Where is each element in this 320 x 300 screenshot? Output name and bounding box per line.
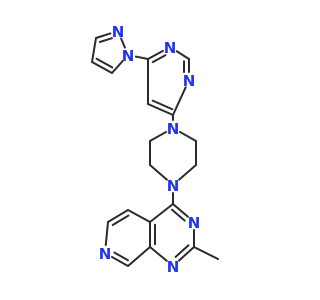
atom-pp_n4-nitrogen: N	[166, 177, 180, 195]
bond-pm1_n1-pm1_c2	[175, 50, 190, 60]
bond-pp_c6-pp_n1	[178, 130, 197, 142]
bond-pm1_n3-pm1_c4	[172, 86, 187, 116]
bond-q_c4a-q_c4	[149, 203, 174, 223]
bond-double-q_c2-q_n1	[174, 244, 190, 258]
bond-pz_c3-pz_c1	[91, 61, 113, 74]
atom-pz_n2-nitrogen: N	[121, 47, 135, 65]
bond-pp_n4-pp_c5	[178, 164, 197, 181]
atom-label-text: N	[112, 23, 125, 41]
atom-label-text: N	[122, 47, 135, 65]
bond-pp_n1-pp_c2	[149, 130, 168, 142]
atom-label-background	[187, 215, 201, 229]
bond-double-q_c5-q_c6	[111, 214, 130, 226]
bond-pp_c3-pp_n4	[149, 164, 168, 181]
bond-double-pz_c3-pz_c1	[95, 57, 114, 69]
atom-label-background	[121, 48, 135, 62]
bond-pz_c1-pz_c2	[91, 37, 97, 63]
atom-label-background	[166, 178, 180, 192]
bond-double-pm1_c6-pm1_n1	[151, 54, 167, 64]
atom-label-text: N	[167, 120, 180, 138]
atom-pm1_n1-nitrogen: N	[163, 39, 177, 57]
atom-pm1_n3-nitrogen: N	[182, 72, 196, 90]
bond-q_c8-q_c8a	[127, 246, 151, 267]
bond-q_n7-q_c8	[110, 255, 129, 267]
atom-label-text: N	[99, 245, 112, 263]
atom-label-background	[182, 73, 196, 87]
atom-label-text: N	[164, 39, 177, 57]
atom-label-background	[166, 259, 180, 273]
bond-q_c6-q_n7	[104, 221, 109, 247]
bonds-layer	[91, 32, 219, 267]
atom-label-text: N	[167, 177, 180, 195]
bond-pz_n2-pz_c3	[111, 59, 124, 74]
atom-label-background	[166, 121, 180, 135]
bond-double-pm1_c4-pm1_c5	[151, 99, 174, 111]
atom-pz_n1-nitrogen: N	[111, 23, 125, 41]
bond-q_c2-q_n1	[177, 246, 195, 262]
bond-q_c5-q_c6	[107, 209, 129, 223]
atom-label-text: N	[167, 258, 180, 276]
atom-label-background	[98, 246, 112, 260]
atom-q_n3-nitrogen: N	[187, 214, 201, 232]
bond-double-q_n7-q_c8	[113, 251, 129, 262]
atom-q_n7-nitrogen: N	[98, 245, 112, 263]
bond-q_n1-q_c8a	[149, 246, 168, 262]
bond-q_c4a-q_c5	[127, 209, 151, 223]
atom-label-text: N	[188, 214, 201, 232]
bond-pz_c2-pz_n1	[95, 32, 112, 39]
atom-label-background	[163, 40, 177, 54]
atom-label-background	[111, 24, 125, 38]
atom-pp_n1-nitrogen: N	[166, 120, 180, 138]
bond-pz_n2-pm1_c6	[134, 55, 149, 60]
bond-double-q_c4-q_n3	[171, 208, 186, 222]
bond-pm1_c4-pm1_c5	[147, 103, 174, 116]
bond-q_c4-q_n3	[172, 203, 189, 218]
bond-double-pz_c2-pz_n1	[98, 37, 113, 44]
atom-label-text: N	[183, 72, 196, 90]
bond-pz_n1-pz_n2	[120, 37, 126, 49]
bond-pm1_c6-pm1_n1	[147, 49, 164, 60]
bond-q_c2-q_me	[193, 246, 219, 260]
atom-q_n1-nitrogen: N	[166, 258, 180, 276]
